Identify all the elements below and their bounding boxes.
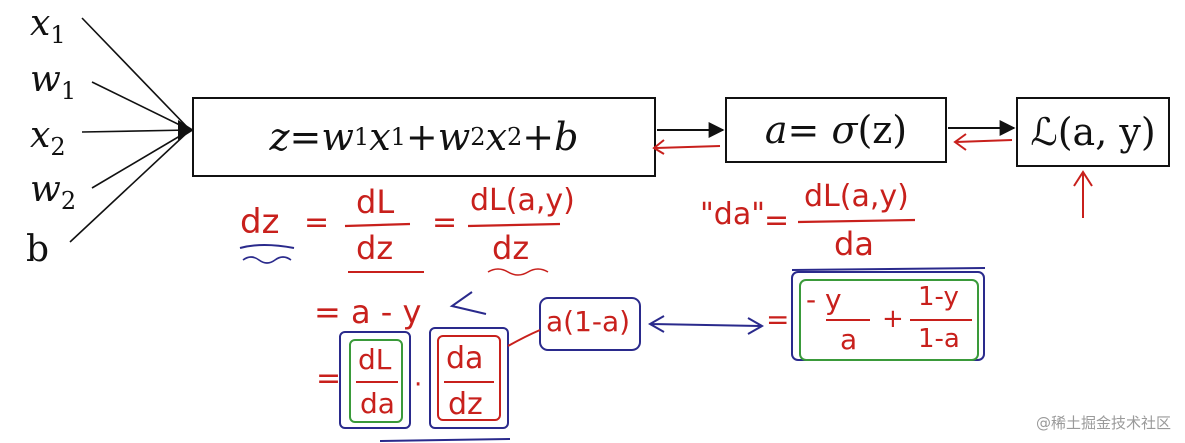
hw-dL-ay2: dL(a,y) [804,179,909,214]
underline-dz-den2 [487,268,549,276]
hw-dL: dL [356,183,395,221]
hw-dz-den: dz [356,229,394,267]
input-w1: w1 [30,59,77,106]
hw-a1a: a(1-a) [546,305,631,338]
box-dL-da-blue [339,331,411,429]
hw-da-label: "da" [700,197,766,232]
hw-chain-eq: = [316,361,342,396]
blue-line-top [791,267,986,271]
box-rhs-green [799,279,979,361]
hw-eq-1: = [304,205,330,240]
hw-dL-ay: dL(a,y) [470,183,575,218]
input-x1: x1 [30,3,66,50]
edge-b [69,129,191,243]
edge-x1 [81,17,191,131]
input-x2: x2 [30,115,66,162]
hw-dz-label: dz [240,202,280,242]
box-dL-da-green [349,339,403,423]
link-a1a [507,329,541,347]
hw-one-minus-a: 1-a [918,324,960,354]
hw-da-eq: = [764,203,790,238]
box-da-dz-blue [429,327,509,429]
up-arrow [1073,170,1093,218]
hw-minus-y: - y [806,283,842,316]
hw-dot: · [414,370,423,400]
hw-chain-da2: da [446,341,484,376]
frac-bar-3 [797,218,916,224]
input-w2: w2 [30,169,77,216]
hw-dz-den2: dz [492,229,530,267]
loss-node: ℒ(a, y) [1016,97,1170,167]
hw-da-den: da [834,225,874,263]
hw-a-den: a [840,323,858,356]
frac-bar-2 [467,222,561,228]
sigmoid-node: a = σ(z) [725,97,947,163]
hw-chain-dz: dz [448,387,483,422]
underline-dz-squiggle [242,256,292,264]
edge-x2 [81,129,191,133]
double-arrow [647,315,765,335]
blue-check [449,291,487,315]
input-b: b [26,229,50,270]
hw-a-minus-y: = a - y [314,293,422,331]
edge-w1 [91,81,191,131]
back-arrow-1 [652,139,721,155]
edge-w2 [91,129,191,189]
hw-chain-dL: dL [358,343,392,376]
back-arrow-2 [953,133,1013,151]
box-a1a [539,297,641,351]
hw-rhs-eq: = [766,303,790,336]
box-da-dz-red [437,335,501,421]
hw-one-minus-y: 1-y [918,282,959,312]
hw-chain-da: da [360,387,395,420]
watermark: @稀土掘金技术社区 [1035,414,1171,432]
underline-dz [239,244,295,249]
hw-plus: + [882,304,904,334]
frac-bar-1 [344,222,411,228]
fan-in-arrowhead [178,120,194,140]
bottom-stroke [379,438,511,442]
hw-eq-2: = [432,205,458,240]
